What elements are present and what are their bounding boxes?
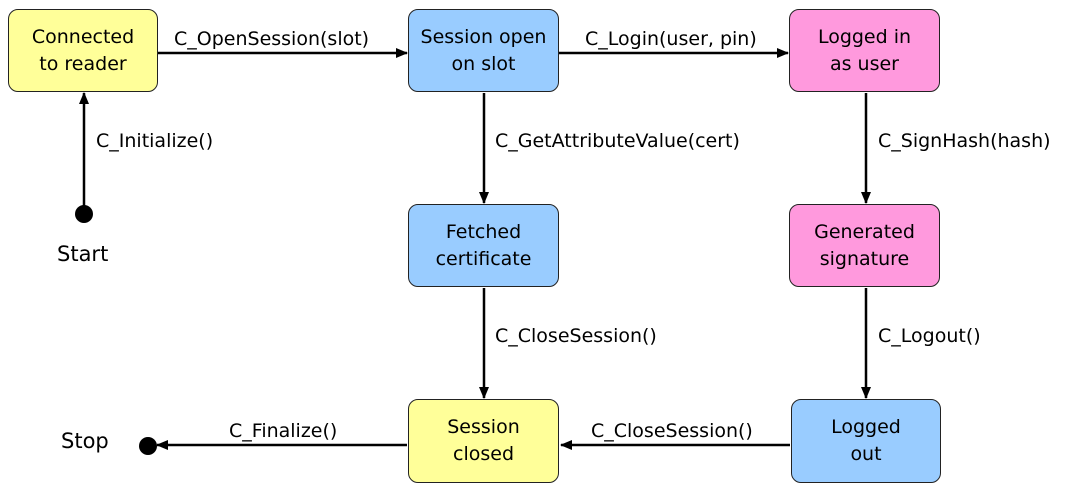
state-label-line2: out <box>850 443 882 465</box>
state-session-open: Session open on slot <box>408 9 559 92</box>
state-label-line2: signature <box>819 247 910 270</box>
state-label-line1: Session open <box>420 25 547 48</box>
state-session-closed: Session closed <box>408 399 559 483</box>
start-label: Start <box>57 242 109 266</box>
transition-label-initialize: C_Initialize() <box>96 130 214 152</box>
state-label-line1: Session <box>447 416 520 438</box>
state-fetched-certificate: Fetched certificate <box>408 204 559 287</box>
state-label-line2: on slot <box>451 52 516 75</box>
stop-dot <box>139 437 157 455</box>
transition-label-close-session-logout: C_CloseSession() <box>591 420 753 442</box>
transition-label-close-session-cert: C_CloseSession() <box>495 325 657 347</box>
state-connected-to-reader: Connected to reader <box>8 9 158 92</box>
transition-label-get-attribute: C_GetAttributeValue(cert) <box>495 130 740 152</box>
transition-label-logout: C_Logout() <box>878 325 981 347</box>
state-logged-in: Logged in as user <box>789 9 940 92</box>
state-label-line2: closed <box>453 443 514 465</box>
stop-label: Stop <box>61 429 109 453</box>
state-label-line2: certificate <box>435 247 532 270</box>
transition-label-open-session: C_OpenSession(slot) <box>174 28 370 50</box>
state-label-line1: Logged <box>831 416 901 438</box>
state-label-line1: Connected <box>31 25 135 48</box>
state-label-line1: Fetched <box>445 220 522 243</box>
transition-label-finalize: C_Finalize() <box>229 420 338 442</box>
start-dot <box>75 205 93 223</box>
state-label-line1: Generated <box>814 220 915 243</box>
state-label-line2: as user <box>829 52 899 75</box>
transition-label-login: C_Login(user, pin) <box>585 28 757 50</box>
state-label-line2: to reader <box>39 52 127 75</box>
state-logged-out: Logged out <box>791 399 941 483</box>
state-label-line1: Logged in <box>817 25 912 48</box>
state-generated-signature: Generated signature <box>789 204 940 287</box>
transition-label-sign-hash: C_SignHash(hash) <box>878 130 1051 152</box>
